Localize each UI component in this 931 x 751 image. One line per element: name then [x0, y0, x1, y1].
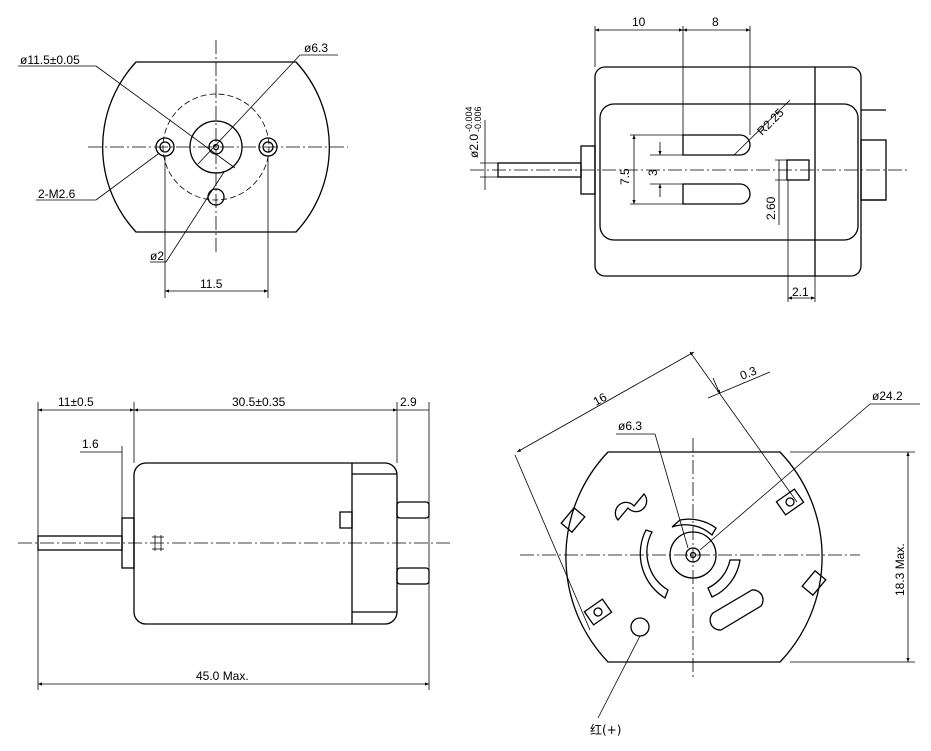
mount-holes-label: 2-M2.6	[38, 187, 76, 201]
collar-label: 1.6	[82, 437, 99, 451]
endcap-diameter-label: ø24.2	[872, 389, 903, 403]
end-view-rear: 16 0.3 ø6.3 ø24.2 18.3 Max. 红(+)	[514, 351, 920, 737]
dim-10-label: 10	[632, 15, 646, 29]
radius-label: R2.25	[754, 105, 787, 138]
terminal-length-label: 2.9	[400, 395, 417, 409]
end-view-front: ø11.5±0.05 ø6.3 2-M2.6 ø2 11.5	[18, 40, 348, 298]
dim-3-label: 3	[646, 169, 660, 176]
body-length-label: 30.5±0.35	[232, 395, 286, 409]
dim-0-3-label: 0.3	[738, 363, 759, 382]
overall-length-label: 45.0 Max.	[196, 669, 249, 683]
height-label: 18.3 Max.	[893, 543, 907, 596]
polarity-mark-label: 红(+)	[590, 722, 621, 737]
side-view: 11±0.5 30.5±0.35 2.9 1.6 45.0 Max.	[18, 395, 450, 690]
small-hole-label: ø2	[150, 249, 164, 263]
dim-7-5-label: 7.5	[618, 168, 632, 185]
boss-diameter-label: ø6.3	[618, 419, 642, 433]
housing-diameter-label: ø11.5±0.05	[20, 53, 80, 67]
shaft-tol-lower-label: -0.006	[473, 106, 483, 132]
shaft-length-label: 11±0.5	[58, 395, 94, 409]
shaft-diameter-label: ø6.3	[304, 41, 328, 55]
dim-8-label: 8	[712, 15, 719, 29]
shaft-diameter-top-label: ø2.0	[467, 134, 481, 158]
top-view: 10 8 ø2.0 -0.004 -0.006 R2.25 7.5 3 2.60…	[464, 15, 910, 302]
dim-2-1-label: 2.1	[792, 285, 809, 299]
hole-spacing-label: 11.5	[200, 277, 223, 291]
shaft-tol-upper-label: -0.004	[464, 106, 474, 132]
dim-16-label: 16	[591, 390, 610, 409]
dim-2-60-label: 2.60	[764, 196, 778, 220]
